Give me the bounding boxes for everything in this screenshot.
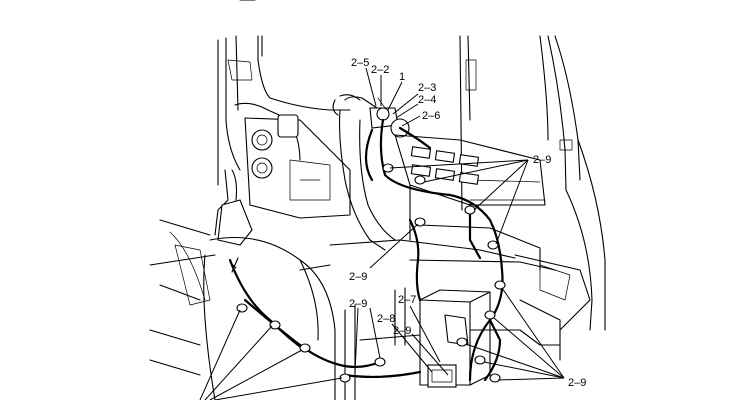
callout-2-7: 2–7 — [398, 294, 416, 306]
callout-2-9-mid: 2–9 — [349, 271, 367, 283]
clamp — [484, 310, 496, 320]
clamp — [494, 280, 506, 290]
clamp — [414, 175, 426, 185]
right-dash-panel — [394, 134, 546, 271]
callout-2-8: 2–8 — [377, 313, 395, 325]
callout-1: 1 — [399, 71, 405, 83]
controller-knob — [376, 107, 390, 121]
callout-2-9-center: 2–9 — [349, 298, 367, 310]
relay-box — [419, 289, 491, 388]
square-switch — [277, 114, 299, 138]
harness-clamps — [229, 163, 506, 383]
round-switch-upper — [251, 129, 273, 151]
callout-2-2: 2–2 — [371, 64, 389, 76]
callout-2-6: 2–6 — [422, 110, 440, 122]
controller-housing — [332, 94, 410, 251]
joystick — [217, 199, 253, 246]
side-console-panel — [244, 114, 351, 219]
clamp — [489, 373, 501, 383]
clamp — [299, 343, 311, 353]
clamp — [374, 357, 386, 367]
clamp — [269, 320, 281, 330]
round-switch-lower — [251, 157, 273, 179]
callout-2-3: 2–3 — [418, 82, 436, 94]
clamp — [236, 303, 248, 313]
clamp — [487, 240, 499, 250]
callout-2-5: 2–5 — [351, 57, 369, 69]
clamp — [474, 355, 486, 365]
clamp — [456, 337, 468, 347]
callout-2-9-top: 2–9 — [533, 154, 551, 166]
callout-labels: 2–5 2–2 1 2–3 2–4 2–6 2–9 2–9 2–9 2–7 2–… — [349, 57, 586, 389]
callout-2-9-right: 2–9 — [568, 377, 586, 389]
leader-lines — [199, 67, 565, 400]
operator-seat — [149, 169, 336, 400]
callout-2-4: 2–4 — [418, 94, 436, 106]
callout-2-9-lower: 2–9 — [393, 325, 411, 337]
clamp — [464, 205, 476, 215]
